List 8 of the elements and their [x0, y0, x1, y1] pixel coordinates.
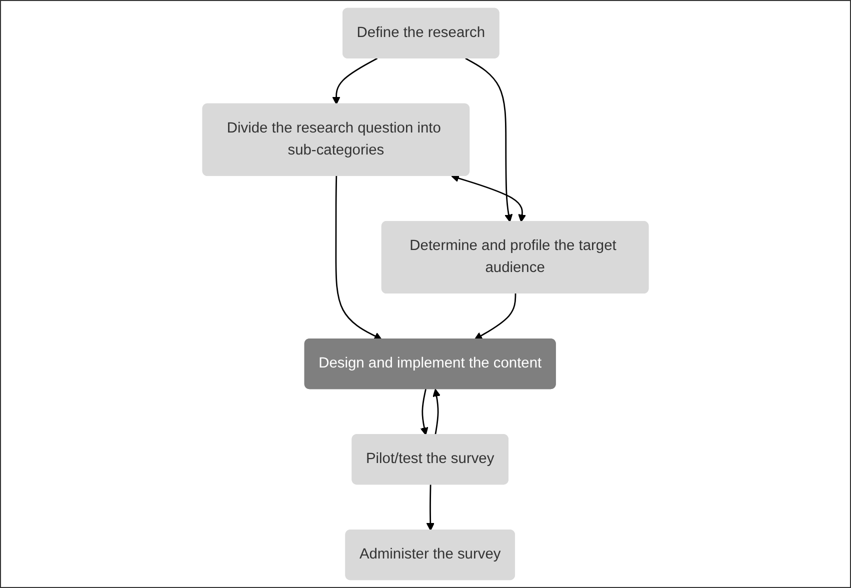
- arrow: [474, 294, 516, 340]
- arrow: [426, 484, 434, 531]
- arrow: [332, 58, 378, 105]
- arrow: [451, 174, 526, 222]
- arrow: [420, 388, 428, 436]
- arrow: [432, 388, 441, 436]
- arrow: [465, 58, 513, 222]
- arrow: [335, 176, 382, 340]
